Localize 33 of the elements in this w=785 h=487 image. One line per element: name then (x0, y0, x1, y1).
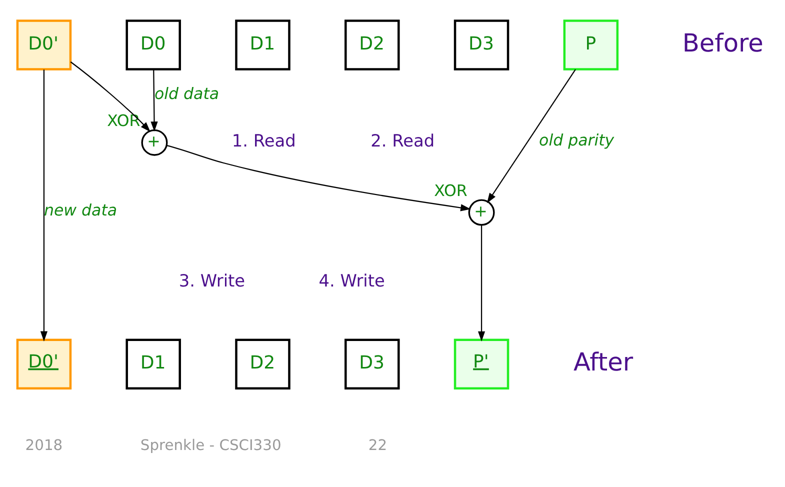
node-box: D0' (16, 20, 72, 70)
node-box: D1 (125, 338, 180, 390)
node-box: D0' (16, 338, 72, 390)
node-box: P (562, 20, 618, 70)
label: 1. Read (231, 130, 296, 151)
arrow (40, 70, 48, 342)
label: 3. Write (178, 270, 245, 290)
node-label: XOR (434, 180, 467, 200)
node-label: XOR (106, 110, 140, 130)
label: Before (682, 28, 763, 58)
label: 2. Read (370, 130, 434, 151)
arrow (486, 69, 576, 204)
node-circle: + (468, 199, 494, 226)
arrow (70, 61, 150, 132)
node-box: D0 (125, 20, 180, 70)
label: 22 (368, 436, 387, 454)
arrow (166, 144, 470, 212)
node-box: D3 (344, 338, 400, 390)
node-box: D2 (344, 20, 400, 70)
arrow (477, 225, 485, 342)
edge-label: old data (154, 84, 219, 103)
node-circle: + (140, 129, 168, 156)
edge-label: new data (43, 200, 117, 220)
edge-label: old parity (538, 130, 614, 150)
label: 2018 (24, 436, 62, 454)
node-box: P' (453, 338, 509, 390)
node-box: D2 (234, 338, 290, 390)
arrow (150, 70, 158, 132)
label: Sprenkle - CSCI330 (140, 436, 281, 454)
node-box: D3 (453, 20, 509, 70)
label: After (573, 347, 633, 376)
node-box: D1 (234, 20, 290, 70)
label: 4. Write (318, 270, 384, 290)
